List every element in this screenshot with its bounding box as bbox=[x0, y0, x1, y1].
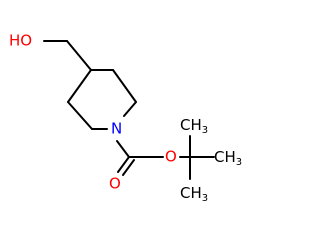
ester-oxygen-label: O bbox=[165, 148, 177, 166]
ring-nitrogen-label: N bbox=[111, 120, 122, 138]
bond-carbonyl-double-2 bbox=[122, 159, 135, 176]
bond-layer bbox=[43, 40, 215, 180]
bond-c3-c2 bbox=[67, 101, 93, 130]
methyl-top-label: CH3 bbox=[180, 116, 208, 137]
molecule-canvas: HO N O O CH3 CH3 CH3 bbox=[9, 31, 243, 205]
hydroxyl-label: HO bbox=[9, 32, 32, 50]
label-layer: HO N O O CH3 CH3 CH3 bbox=[9, 32, 242, 205]
carbonyl-oxygen-label: O bbox=[109, 175, 121, 193]
bond-n-c6 bbox=[123, 101, 137, 117]
bond-c6-c5 bbox=[112, 69, 137, 103]
bond-c4-c3 bbox=[67, 69, 92, 103]
methyl-right-label: CH3 bbox=[214, 148, 242, 169]
bond-carbonyl-double-1 bbox=[117, 156, 130, 173]
methyl-bottom-label: CH3 bbox=[180, 184, 208, 205]
molecule-structure: HO N O O CH3 CH3 CH3 bbox=[9, 32, 242, 205]
bond-n-carbonyl-c bbox=[116, 140, 130, 158]
bond-ch2-c4 bbox=[66, 40, 92, 71]
